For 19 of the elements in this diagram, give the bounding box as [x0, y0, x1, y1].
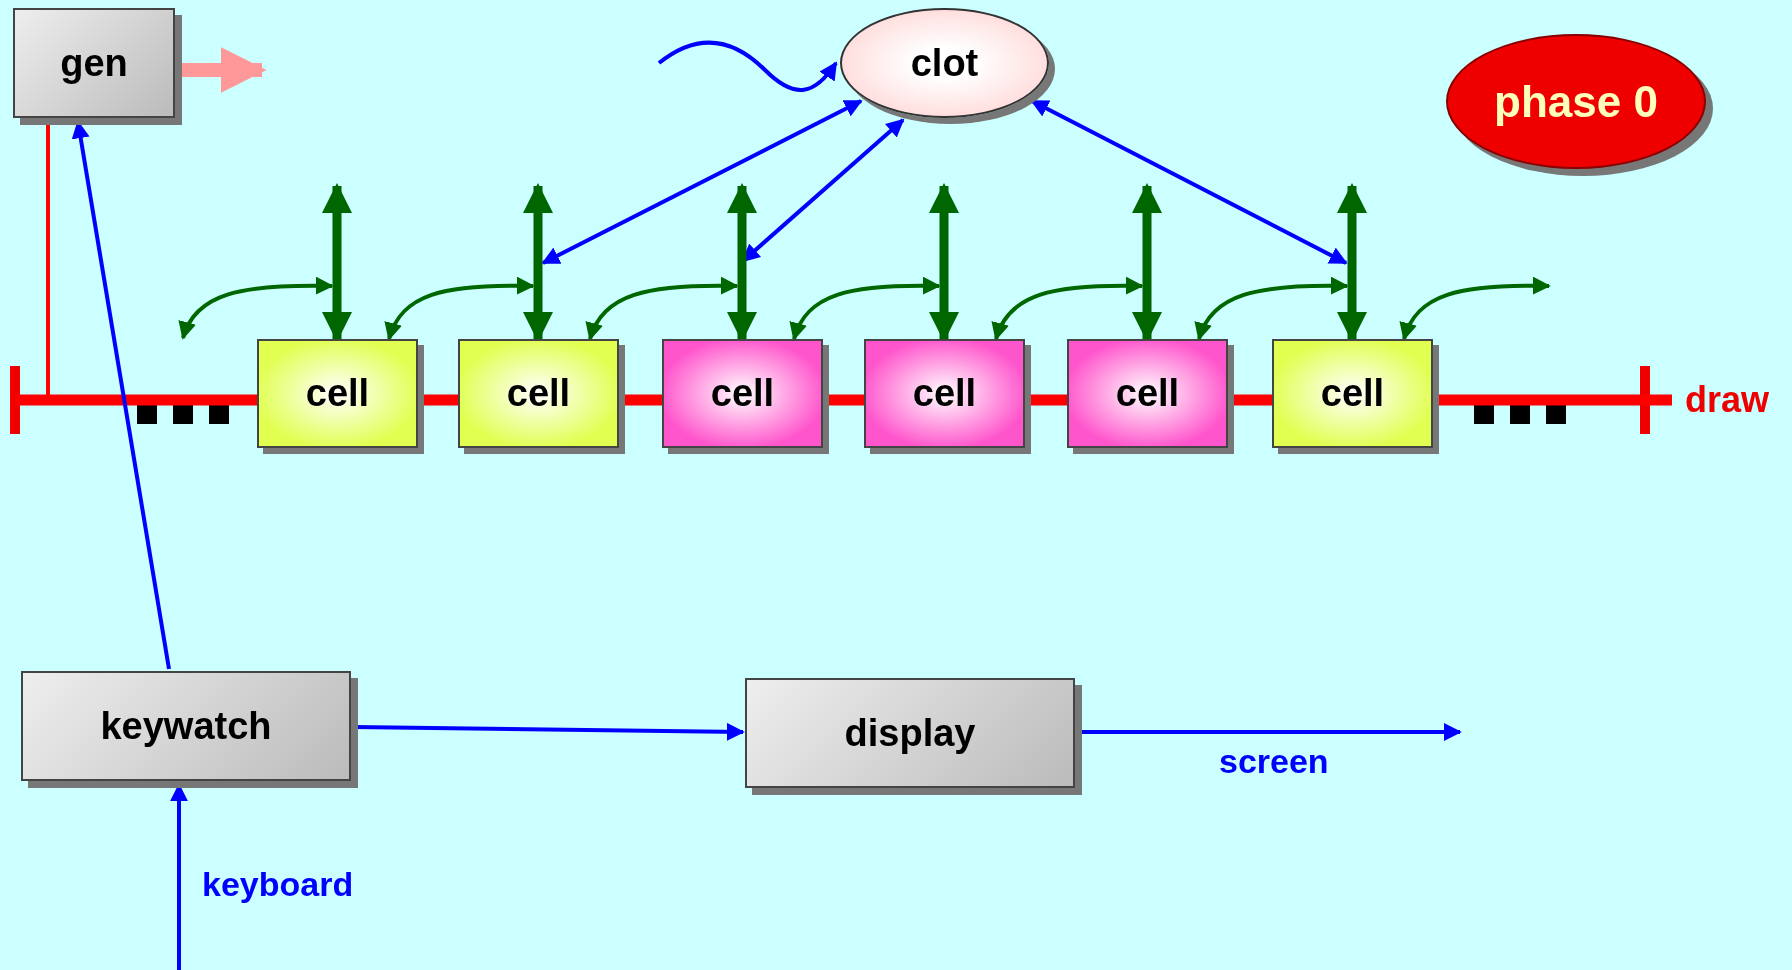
arrow	[523, 183, 553, 342]
arrow	[992, 276, 1144, 341]
arrow	[657, 40, 838, 92]
connector-line	[15, 394, 257, 406]
arrow	[541, 99, 863, 265]
arrow	[1132, 183, 1162, 342]
bus-label: draw	[1672, 375, 1782, 425]
arrow	[586, 276, 739, 341]
arrow	[1030, 99, 1348, 265]
arrow	[1195, 276, 1349, 341]
arrow	[727, 183, 757, 342]
arrow	[929, 183, 959, 342]
arrow	[790, 276, 941, 341]
arrow	[1081, 723, 1462, 741]
arrow	[322, 183, 352, 342]
arrow	[1337, 183, 1367, 342]
arrow	[385, 276, 535, 341]
arrow	[1400, 276, 1551, 341]
arrow	[179, 276, 334, 340]
